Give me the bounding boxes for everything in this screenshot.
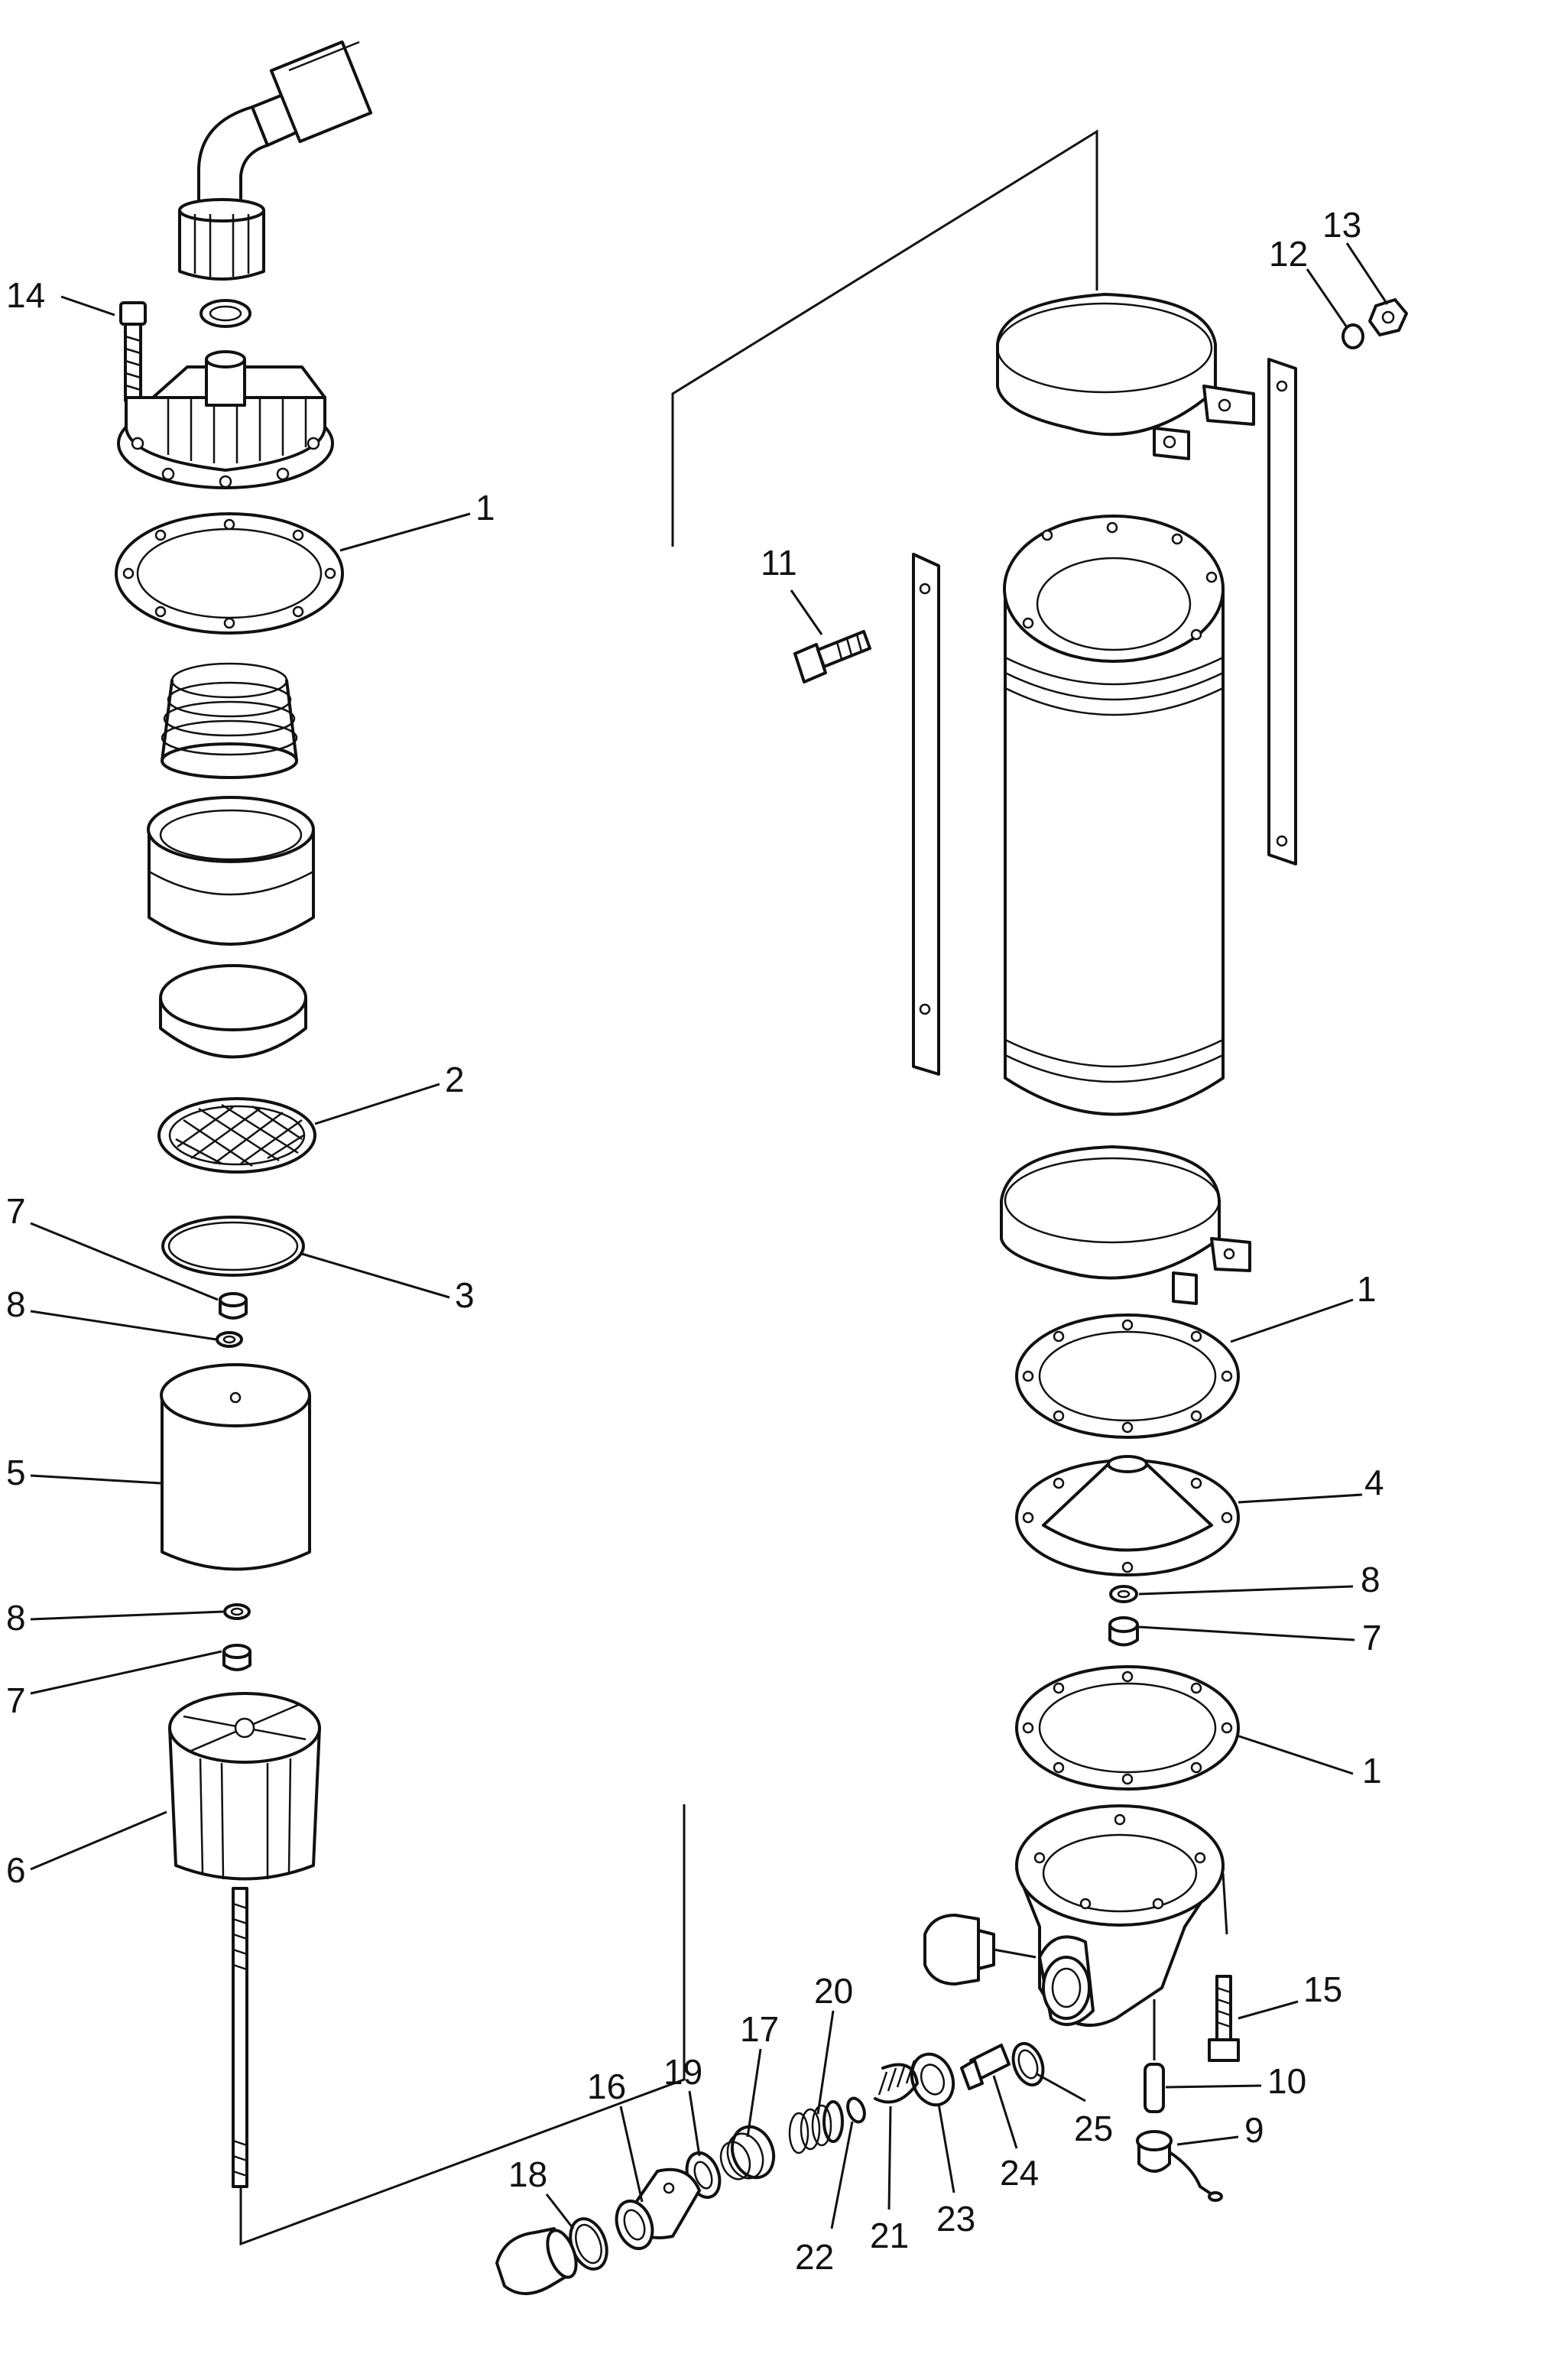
callout-12: 12 [1269,234,1308,274]
valve-seat-24 [960,2044,1011,2090]
callout-1-right-lower: 1 [1362,1751,1382,1791]
strap-left [912,553,940,1076]
callout-8-right: 8 [1361,1560,1380,1599]
gasket-right-lower [1015,1665,1240,1791]
washer-8-lower [223,1603,251,1620]
valve-body-housing [1015,1804,1228,2027]
bolt-15 [1208,1975,1240,2062]
callout-3: 3 [455,1275,475,1315]
valve-23 [910,2052,955,2107]
sensor-switch [1136,2130,1223,2202]
callout-9: 9 [1244,2110,1264,2150]
callout-18: 18 [508,2154,547,2194]
callout-4: 4 [1364,1463,1384,1502]
callout-22: 22 [795,2237,834,2277]
nut-7-right [1108,1616,1139,1647]
callout-1-right-upper: 1 [1357,1269,1377,1309]
spring-20 [788,2100,844,2154]
element-retainer-cage [168,1692,321,1881]
gasket-right-upper [1015,1313,1240,1439]
callout-labels: 14 1 2 7 3 8 5 8 7 6 13 12 11 1 4 8 7 1 … [6,205,1384,2277]
callout-8-upper: 8 [6,1284,26,1324]
callout-20: 20 [814,1971,853,2011]
spring-21 [874,2060,919,2104]
housing-plug [923,1914,1037,1985]
callout-24: 24 [1000,2153,1039,2193]
sleeve [147,796,315,946]
washer-22 [846,2096,866,2124]
callout-5: 5 [6,1453,26,1492]
upper-band-clamp [996,293,1255,460]
callout-15: 15 [1303,1969,1342,2009]
callout-7-upper: 7 [6,1191,26,1231]
end-plug [495,2227,578,2295]
pin-10 [1144,1999,1165,2113]
washer-8-right [1109,1585,1138,1603]
valve-17 [719,2125,776,2180]
o-ring-3 [161,1216,305,1277]
filter-head-cover [117,350,334,489]
disc [159,964,307,1059]
callout-25: 25 [1074,2109,1113,2148]
sleeve-16 [615,2167,701,2250]
bellows-spring [161,662,298,779]
callout-21: 21 [870,2216,909,2255]
nut-7-upper [219,1292,248,1320]
nut-7-lower [222,1644,251,1671]
callout-2: 2 [445,1060,465,1099]
callout-1-left: 1 [475,488,495,528]
callout-19: 19 [663,2052,702,2092]
callout-23: 23 [936,2199,975,2239]
cone-baffle-plate [1015,1455,1240,1576]
leader-lines [30,242,1389,2229]
long-stud [232,1887,248,2188]
callout-13: 13 [1322,205,1361,245]
callout-8-lower: 8 [6,1598,26,1638]
screen-mesh [157,1097,316,1174]
lower-band-clamp [1000,1145,1251,1305]
filter-canister [1003,515,1225,1116]
washer-8-upper [216,1331,243,1348]
o-ring-25 [1011,2041,1045,2087]
callout-16: 16 [587,2067,626,2106]
assembly-line-top [671,129,1098,547]
elbow-hose-fitting [178,40,373,281]
callout-17: 17 [740,2009,779,2049]
callout-7-right: 7 [1362,1618,1382,1658]
gasket-left [115,512,344,635]
callout-7-lower: 7 [6,1680,26,1720]
callout-14: 14 [6,275,45,315]
bolt-14 [119,301,147,402]
strap-right [1267,358,1297,865]
assembly-line-left [239,1804,686,2246]
callout-6: 6 [6,1850,26,1890]
lock-washer-12 [1342,323,1364,349]
callout-10: 10 [1267,2061,1306,2101]
seal-washer [200,299,251,328]
callout-11: 11 [761,543,797,583]
bolt-11 [793,630,871,683]
filter-element [160,1363,311,1571]
nut-13 [1368,298,1408,336]
